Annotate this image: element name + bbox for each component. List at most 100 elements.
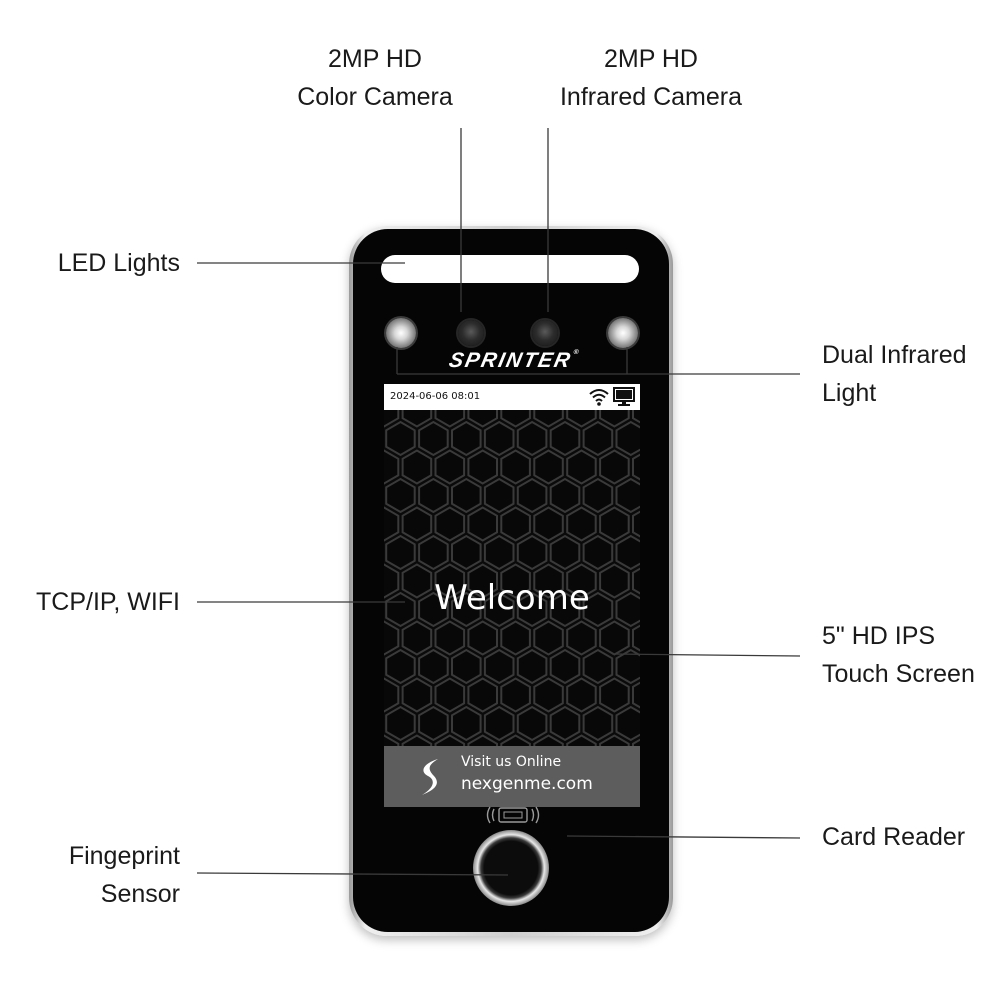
honeycomb-cell	[582, 420, 614, 457]
honeycomb-cell	[401, 734, 433, 746]
honeycomb-cell	[434, 506, 466, 542]
honeycomb-cell	[384, 734, 400, 746]
access-control-device: SPRINTER® 2024-06-06 08:01 Welcome	[349, 226, 673, 936]
honeycomb-cell	[516, 477, 548, 514]
honeycomb-cell	[384, 410, 400, 428]
honeycomb-cell	[401, 506, 433, 542]
honeycomb-cell	[549, 477, 581, 514]
honeycomb-cell	[599, 563, 630, 599]
honeycomb-cell	[533, 449, 564, 485]
honeycomb-cell	[549, 705, 581, 742]
honeycomb-cell	[599, 449, 630, 485]
honeycomb-cell	[500, 677, 531, 713]
honeycomb-cell	[549, 534, 581, 571]
honeycomb-cell	[500, 563, 531, 599]
honeycomb-cell	[632, 624, 640, 652]
honeycomb-cell	[467, 506, 498, 542]
honeycomb-cell	[467, 449, 498, 485]
honeycomb-cell	[500, 734, 531, 746]
honeycomb-cell	[533, 563, 564, 599]
honeycomb-cell	[632, 681, 640, 709]
honeycomb-cell	[384, 449, 400, 485]
honeycomb-cell	[401, 563, 433, 599]
honeycomb-cell	[401, 677, 433, 713]
honeycomb-cell	[451, 591, 482, 628]
honeycomb-cell	[434, 449, 466, 485]
honeycomb-cell	[385, 705, 416, 742]
honeycomb-cell	[516, 591, 548, 628]
honeycomb-cell	[483, 591, 515, 628]
honeycomb-cell	[582, 705, 614, 742]
infrared-camera-lens	[532, 320, 558, 346]
honeycomb-cell	[566, 563, 597, 599]
honeycomb-cell	[516, 705, 548, 742]
color-camera-lens	[458, 320, 484, 346]
honeycomb-cell	[533, 677, 564, 713]
label-touch-screen: 5" HD IPS Touch Screen	[822, 622, 975, 688]
touch-screen[interactable]: 2024-06-06 08:01 Welcome	[384, 384, 640, 807]
honeycomb-cell	[385, 477, 416, 514]
honeycomb-cell	[500, 449, 531, 485]
honeycomb-cell	[500, 506, 531, 542]
honeycomb-cell	[615, 591, 640, 628]
honeycomb-cell	[434, 620, 466, 656]
label-dual-infrared-light: Dual Infrared Light	[822, 341, 967, 407]
honeycomb-cell	[615, 648, 640, 685]
promo-url[interactable]: nexgenme.com	[461, 774, 593, 794]
label-card-reader: Card Reader	[822, 823, 966, 851]
label-infrared-camera: 2MP HD Infrared Camera	[559, 45, 743, 111]
honeycomb-cell	[467, 620, 498, 656]
fingerprint-sensor[interactable]	[473, 830, 549, 906]
honeycomb-cell	[401, 620, 433, 656]
honeycomb-cell	[500, 620, 531, 656]
honeycomb-cell	[615, 534, 640, 571]
honeycomb-cell	[401, 449, 433, 485]
honeycomb-cell	[632, 510, 640, 538]
honeycomb-cell	[516, 648, 548, 685]
honeycomb-cell	[566, 410, 597, 428]
honeycomb-cell	[500, 410, 531, 428]
honeycomb-cell	[632, 567, 640, 595]
honeycomb-cell	[434, 677, 466, 713]
honeycomb-cell	[582, 648, 614, 685]
wifi-icon	[589, 389, 609, 406]
honeycomb-cell	[599, 506, 630, 542]
honeycomb-cell	[483, 648, 515, 685]
honeycomb-cell	[418, 648, 449, 685]
honeycomb-cell	[451, 477, 482, 514]
honeycomb-cell	[599, 734, 630, 746]
honeycomb-cell	[566, 506, 597, 542]
honeycomb-cell	[467, 677, 498, 713]
honeycomb-cell	[533, 734, 564, 746]
honeycomb-cell	[582, 591, 614, 628]
honeycomb-cell	[384, 677, 400, 713]
honeycomb-cell	[516, 534, 548, 571]
honeycomb-cell	[385, 648, 416, 685]
card-reader-icon	[486, 806, 540, 824]
honeycomb-cell	[467, 410, 498, 428]
honeycomb-cell	[451, 534, 482, 571]
label-fingerprint-sensor: Fingeprint Sensor	[68, 842, 180, 908]
honeycomb-cell	[418, 705, 449, 742]
honeycomb-cell	[418, 591, 449, 628]
honeycomb-cell	[566, 677, 597, 713]
welcome-message: Welcome	[434, 578, 590, 618]
honeycomb-cell	[615, 705, 640, 742]
honeycomb-cell	[533, 506, 564, 542]
honeycomb-cell	[385, 534, 416, 571]
honeycomb-cell	[599, 410, 630, 428]
label-led-lights: LED Lights	[57, 249, 180, 277]
monitor-icon	[613, 387, 635, 406]
honeycomb-cell	[615, 477, 640, 514]
honeycomb-background	[384, 410, 640, 746]
honeycomb-cell	[401, 410, 433, 428]
honeycomb-cell	[434, 563, 466, 599]
honeycomb-cell	[451, 420, 482, 457]
honeycomb-cell	[599, 677, 630, 713]
honeycomb-cell	[418, 477, 449, 514]
honeycomb-cell	[566, 734, 597, 746]
honeycomb-cell	[599, 620, 630, 656]
honeycomb-cell	[384, 563, 400, 599]
promo-banner[interactable]: Visit us Online nexgenme.com	[384, 746, 640, 807]
honeycomb-cell	[385, 420, 416, 457]
